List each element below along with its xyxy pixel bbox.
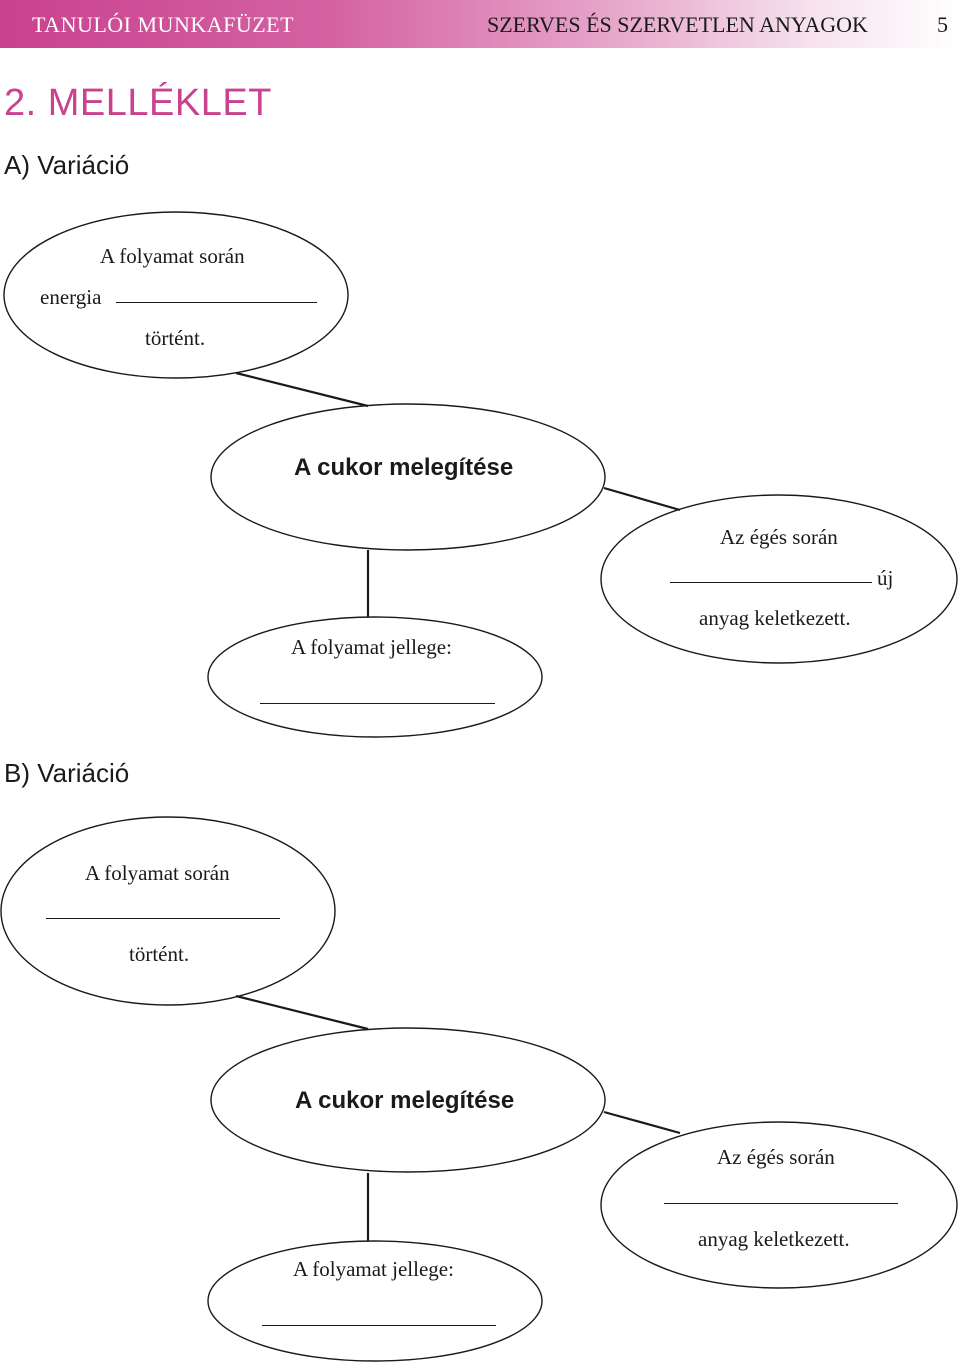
a-nature-label: A folyamat jellege: xyxy=(291,635,452,659)
a-energy-line3: történt. xyxy=(145,326,206,350)
b-nature-label: A folyamat jellege: xyxy=(293,1257,454,1281)
a-energy-prefix: energia xyxy=(40,285,102,309)
b-burn-bubble xyxy=(600,1121,958,1289)
b-center-label: A cukor melegítése xyxy=(295,1087,515,1114)
a-burn-blank[interactable] xyxy=(670,582,872,583)
a-energy-bubble xyxy=(3,211,349,379)
a-burn-bubble xyxy=(600,494,958,664)
b-nature-blank[interactable] xyxy=(262,1325,496,1326)
a-center-bubble xyxy=(210,403,606,551)
a-nature-blank[interactable] xyxy=(260,703,495,704)
b-connector-energy xyxy=(235,994,369,1031)
a-burn-line1: Az égés során xyxy=(720,525,838,549)
variant-b-heading: B) Variáció xyxy=(4,758,130,788)
header-chapter-title: SZERVES ÉS SZERVETLEN ANYAGOK xyxy=(487,12,868,37)
b-energy-line1: A folyamat során xyxy=(85,861,230,885)
b-energy-blank[interactable] xyxy=(46,918,280,919)
b-center-bubble xyxy=(210,1027,606,1173)
a-nature-bubble xyxy=(207,616,543,738)
b-burn-line3: anyag keletkezett. xyxy=(698,1227,850,1251)
a-burn-line3: anyag keletkezett. xyxy=(699,606,851,630)
b-burn-line1: Az égés során xyxy=(717,1145,835,1169)
b-connector-burn xyxy=(603,1110,681,1135)
b-burn-blank[interactable] xyxy=(664,1203,898,1204)
a-connector-energy xyxy=(235,371,369,408)
a-energy-blank[interactable] xyxy=(116,302,317,303)
header-page-number: 5 xyxy=(937,12,948,37)
a-burn-suffix: új xyxy=(877,566,894,590)
variant-a-heading: A) Variáció xyxy=(4,150,130,180)
a-connector-burn xyxy=(603,486,681,512)
a-energy-line1: A folyamat során xyxy=(100,244,245,268)
header-workbook-title: TANULÓI MUNKAFÜZET xyxy=(32,12,295,37)
a-center-label: A cukor melegítése xyxy=(294,454,514,481)
b-nature-bubble xyxy=(207,1240,543,1362)
b-energy-bubble xyxy=(0,816,336,1006)
page-title: 2. MELLÉKLET xyxy=(4,82,272,124)
page-header: TANULÓI MUNKAFÜZET SZERVES ÉS SZERVETLEN… xyxy=(0,0,960,48)
b-energy-line3: történt. xyxy=(129,942,190,966)
